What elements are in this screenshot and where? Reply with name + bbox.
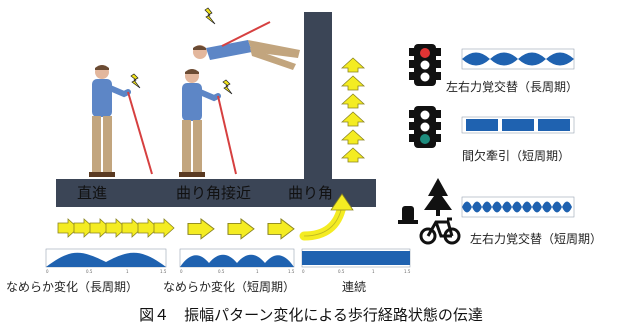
- right-arrow: [267, 218, 295, 240]
- label-intermittent: 間欠牽引（短周期）: [462, 149, 571, 163]
- traffic-light-red-icon: [409, 44, 441, 86]
- traffic-light-green-icon: [409, 106, 441, 148]
- person-walking-straight: [89, 65, 153, 177]
- waveform-smooth-long: [45, 248, 167, 268]
- label-alternating-short: 左右力覚交替（短周期）: [470, 232, 603, 246]
- tree-icon: [424, 178, 452, 210]
- white-cane: [221, 21, 271, 47]
- label-approach-corner: 曲り角接近: [176, 184, 252, 202]
- road: [56, 12, 376, 207]
- white-cane: [217, 95, 237, 175]
- waveform-tick-labels: 0 0.5 1 1.5 0 0.5 1 1.5 0 0.5 1 1.5: [46, 269, 411, 274]
- vibration-spark-icon: [222, 79, 233, 95]
- obstacle-icons: [398, 178, 461, 245]
- tick-label: 1: [372, 269, 375, 274]
- person-approaching-corner: [179, 69, 237, 177]
- bollard-icon: [402, 206, 414, 222]
- up-arrow: [341, 147, 365, 163]
- waveform-intermittent: [461, 116, 575, 134]
- road-vertical: [304, 12, 332, 207]
- label-alternating-long: 左右力覚交替（長周期）: [446, 80, 579, 94]
- up-arrow: [341, 129, 365, 145]
- label-smooth-short: なめらか変化（短周期）: [163, 280, 296, 294]
- waveform-continuous: [301, 248, 411, 268]
- label-corner: 曲り角: [288, 184, 334, 202]
- white-cane: [127, 91, 153, 175]
- up-arrow: [341, 57, 365, 73]
- tick-label: 1: [256, 269, 259, 274]
- right-arrow: [227, 218, 255, 240]
- tick-label: 0: [46, 269, 49, 274]
- waveform-alternating-short: [461, 196, 575, 218]
- tick-label: 1.5: [288, 269, 295, 274]
- up-arrow: [341, 93, 365, 109]
- label-smooth-long: なめらか変化（長周期）: [6, 280, 139, 294]
- label-continuous: 連続: [342, 280, 367, 294]
- tick-label: 1.5: [160, 269, 167, 274]
- up-arrow: [341, 75, 365, 91]
- figure-caption: 図４ 振幅パターン変化による歩行経路状態の伝達: [139, 306, 483, 324]
- vibration-spark-icon: [204, 7, 216, 25]
- tick-label: 0.5: [218, 269, 225, 274]
- curved-turn-arrow: [299, 193, 354, 241]
- tick-label: 0: [180, 269, 183, 274]
- bicycle-icon: [419, 217, 461, 245]
- person-fallen: [193, 7, 300, 70]
- tick-label: 0.5: [338, 269, 345, 274]
- tick-label: 0.5: [86, 269, 93, 274]
- right-arrow-row-dense: [57, 218, 175, 238]
- waveform-alternating-long: [461, 48, 575, 70]
- tick-label: 1.5: [404, 269, 411, 274]
- tick-label: 0: [302, 269, 305, 274]
- right-arrow: [187, 218, 215, 240]
- right-arrow: [153, 218, 175, 238]
- vibration-spark-icon: [130, 73, 141, 89]
- up-arrow: [341, 111, 365, 127]
- tick-label: 1: [126, 269, 129, 274]
- label-straight: 直進: [77, 184, 108, 202]
- waveform-smooth-short: [179, 248, 295, 268]
- right-arrow-row-sparse: [187, 218, 295, 240]
- up-arrow-column: [341, 57, 365, 163]
